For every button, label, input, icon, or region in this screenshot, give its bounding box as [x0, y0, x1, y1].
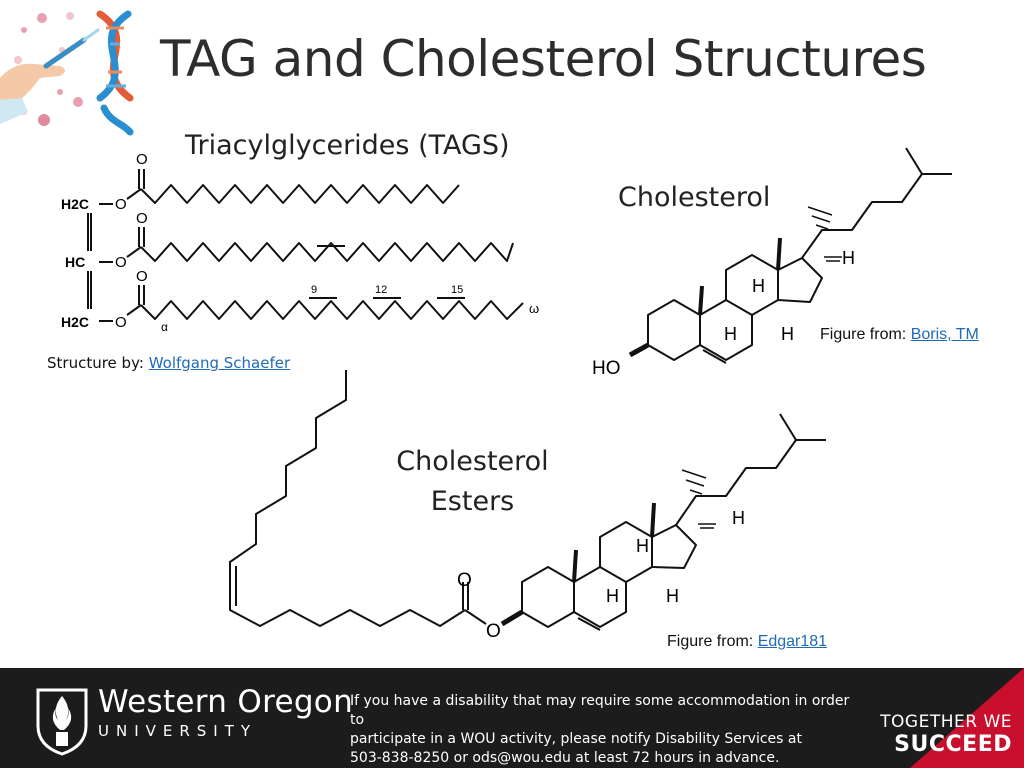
- university-subtitle: UNIVERSITY: [98, 722, 258, 740]
- atom-label: O: [115, 254, 127, 271]
- footer-bar: Western Oregon UNIVERSITY If you have a …: [0, 668, 1024, 768]
- atom-label: H2C: [61, 314, 89, 330]
- tag-credit: Structure by: Wolfgang Schaefer: [47, 354, 291, 372]
- cholesterol-structure-diagram: H H H H HO: [592, 147, 952, 379]
- h-atom: H: [666, 586, 679, 606]
- tag-structure-diagram: H2C HC H2C O O O O O O α ω 9 12 15: [61, 151, 539, 334]
- alpha-label: α: [161, 320, 168, 334]
- position-label: 15: [451, 284, 463, 296]
- h-atom: H: [606, 586, 619, 606]
- h-atom: H: [732, 508, 745, 528]
- university-name: Western Oregon: [98, 684, 354, 720]
- red-accent-shape: [910, 668, 1024, 768]
- o-atom: O: [457, 570, 472, 591]
- o-atom: O: [486, 621, 501, 642]
- ho-group: HO: [592, 358, 621, 379]
- wou-torch-logo-icon: [36, 688, 88, 756]
- wolfgang-schaefer-link[interactable]: Wolfgang Schaefer: [148, 354, 291, 372]
- tag-heading: Triacylglycerides (TAGS): [185, 130, 510, 161]
- cholesterol-credit: Figure from: Boris, TM: [820, 326, 979, 343]
- position-label: 9: [311, 284, 317, 296]
- atom-label: H2C: [61, 196, 89, 212]
- atom-label: O: [136, 210, 148, 227]
- cholesterol-heading: Cholesterol: [618, 182, 771, 213]
- h-atom: H: [752, 276, 765, 296]
- atom-label: HC: [65, 254, 85, 270]
- h-atom: H: [842, 248, 855, 268]
- atom-label: O: [115, 196, 127, 213]
- scientist-dna-icon: [0, 10, 134, 136]
- disability-notice: If you have a disability that may requir…: [350, 693, 850, 766]
- atom-label: O: [115, 314, 127, 331]
- atom-label: O: [136, 268, 148, 285]
- position-label: 12: [375, 284, 387, 296]
- h-atom: H: [781, 324, 794, 344]
- cholesterol-esters-heading: Cholesterol Esters: [396, 446, 549, 517]
- atom-label: O: [136, 151, 148, 168]
- esters-credit: Figure from: Edgar181: [667, 633, 828, 650]
- cholesterol-ester-structure-diagram: O O H H H H: [229, 370, 826, 642]
- slogan: TOGETHER WE SUCCEED: [880, 712, 1012, 757]
- edgar181-link[interactable]: Edgar181: [757, 633, 828, 650]
- h-atom: H: [636, 536, 649, 556]
- boris-tm-link[interactable]: Boris, TM: [910, 326, 979, 343]
- h-atom: H: [724, 324, 737, 344]
- page-title: TAG and Cholesterol Structures: [160, 30, 927, 88]
- omega-label: ω: [529, 301, 539, 316]
